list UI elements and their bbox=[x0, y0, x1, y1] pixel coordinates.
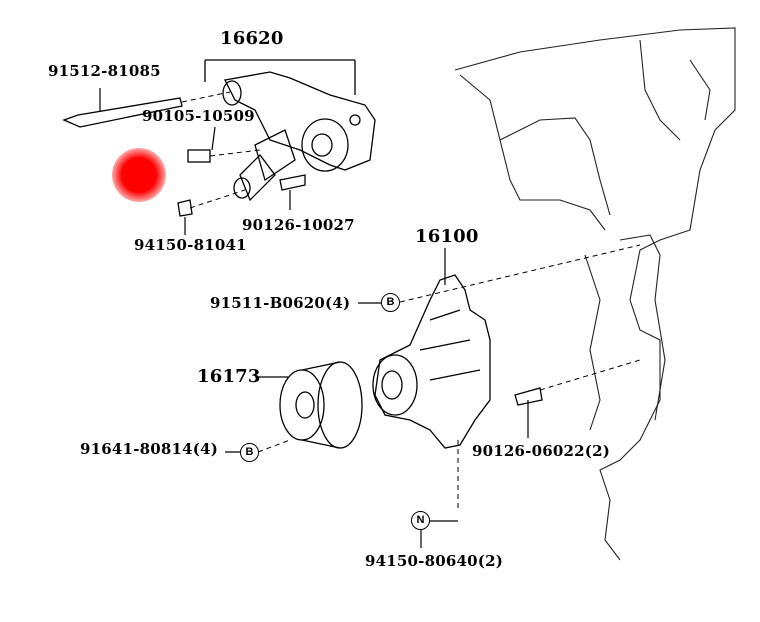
tensioner-assembly bbox=[62, 59, 376, 217]
label-16620[interactable]: 16620 bbox=[220, 28, 284, 49]
label-16100[interactable]: 16100 bbox=[415, 226, 479, 247]
marker-n-nut: N bbox=[411, 511, 430, 530]
label-90126-06022[interactable]: 90126-06022(2) bbox=[472, 442, 611, 460]
marker-b-pump-bolt: B bbox=[381, 293, 400, 312]
pulley bbox=[279, 361, 363, 449]
label-91512-81085[interactable]: 91512-81085 bbox=[48, 62, 161, 80]
label-94150-81041[interactable]: 94150-81041 bbox=[134, 236, 247, 254]
label-91511-b0620[interactable]: 91511-B0620(4) bbox=[210, 294, 351, 312]
engine-block-outline bbox=[454, 27, 736, 561]
label-90105-10509[interactable]: 90105-10509 bbox=[142, 107, 255, 125]
label-90126-10027[interactable]: 90126-10027 bbox=[242, 216, 355, 234]
red-highlight-marker bbox=[112, 148, 166, 202]
marker-b-pulley-bolt: B bbox=[240, 443, 259, 462]
label-94150-80640[interactable]: 94150-80640(2) bbox=[365, 552, 504, 570]
water-pump bbox=[372, 274, 543, 449]
label-91641-80814[interactable]: 91641-80814(4) bbox=[80, 440, 219, 458]
label-16173[interactable]: 16173 bbox=[197, 366, 261, 387]
